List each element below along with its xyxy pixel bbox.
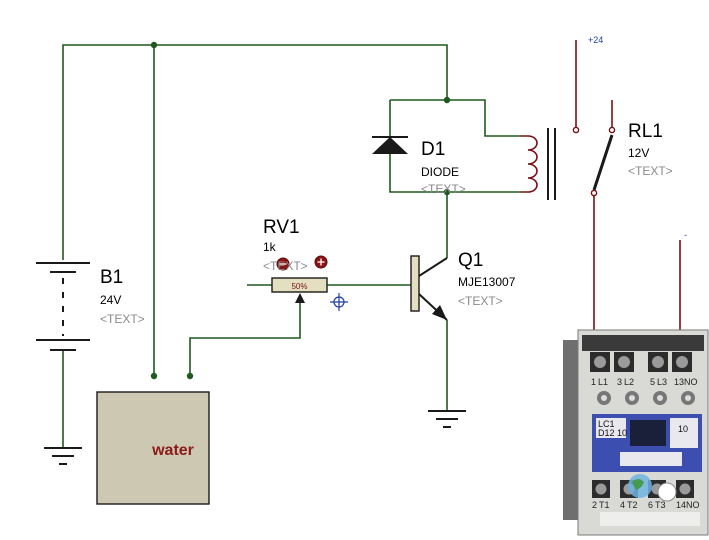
terminal-label: T3 [655,500,666,510]
relay-text: <TEXT> [628,164,673,178]
diode-text: <TEXT> [421,182,466,196]
transistor-q1[interactable]: Q1 MJE13007 <TEXT> [410,250,516,321]
wiper-wire [189,295,301,376]
relay-contact [608,126,616,134]
diode-symbol [372,137,408,154]
coil-bottom-wire [389,100,520,193]
terminal-label: L3 [657,377,667,387]
battery-ref: B1 [100,267,123,288]
supply-minus-label: - [684,230,687,240]
junction-dot [150,372,158,380]
relay-ref: RL1 [628,121,663,142]
contactor-window [630,420,666,446]
rheostat-ref: RV1 [263,217,300,238]
transistor-ref: Q1 [458,250,483,271]
battery-b1[interactable]: B1 24V <TEXT> [36,262,145,351]
transistor-emitter-arrow [432,305,447,320]
top-rail-wire [62,44,448,260]
contactor-label-plate [596,418,626,438]
diode-d1[interactable]: D1 DIODE <TEXT> [372,136,466,196]
contactor-screws-row [597,391,695,405]
terminal-label: NO [684,377,698,387]
relay-rl1[interactable]: +24 - RL1 12V <TEXT> [520,35,687,362]
water-tank[interactable]: water [96,391,210,505]
rheostat-value: 1k [263,240,277,254]
contactor-side-mark: 10 [678,424,688,434]
contactor-model-line1: LC1 [598,419,615,429]
terminal-label: L2 [624,377,634,387]
junction-dot [443,96,451,104]
rheostat-wiper-arrow [295,293,305,303]
contactor-side-plate [670,418,698,448]
junction-dot [186,372,194,380]
diode-ref: D1 [421,139,445,160]
ground-symbol-emitter [428,410,466,428]
terminal-label: 5 [650,377,655,387]
rheostat-body [271,277,328,293]
relay-value: 12V [628,146,649,160]
transistor-collector [418,257,448,277]
contactor-brand-strip [620,452,682,466]
contactor-top-band [582,335,704,351]
transistor-base-bar [410,255,420,312]
relay-switch-arm [592,134,614,191]
rheostat-text: <TEXT> [263,259,308,273]
junction-dot [443,188,451,196]
terminal-label: 1 [591,377,596,387]
relay-coil [520,135,538,193]
wires [62,41,520,448]
terminal-label: T1 [599,500,610,510]
junction-dot [150,41,158,49]
contactor-top-screws [590,352,692,372]
terminal-label: 2 [592,500,597,510]
relay-contact [590,189,598,197]
terminal-label: L1 [598,377,608,387]
terminal-label: 13 [674,377,684,387]
transistor-text: <TEXT> [458,294,503,308]
tank-label: water [151,442,194,459]
terminal-label: T2 [627,500,638,510]
transistor-value: MJE13007 [458,275,516,289]
globe-logo-icon [600,474,700,526]
terminal-label: NO [686,500,700,510]
terminal-label: 6 [648,500,653,510]
battery-value: 24V [100,293,121,307]
rheostat-rv1[interactable]: 50% RV1 1k <TEXT> [263,217,328,303]
coil-top-wire [390,99,520,137]
terminal-label: 3 [617,377,622,387]
supply-plus-label: +24 [588,35,603,45]
terminal-label: 4 [620,500,625,510]
crosshair-icon [330,293,348,311]
diode-value: DIODE [421,165,459,179]
battery-text: <TEXT> [100,312,145,326]
ground-symbol-battery [44,447,82,465]
rheostat-wiper-value: 50% [291,282,307,291]
contactor-model-line2: D12 10 [598,428,627,438]
terminal-label: 14 [676,500,686,510]
relay-contact [572,126,580,134]
contactor: 1 L1 3 L2 5 L3 13 NO LC1 D12 10 10 2 [563,329,709,536]
